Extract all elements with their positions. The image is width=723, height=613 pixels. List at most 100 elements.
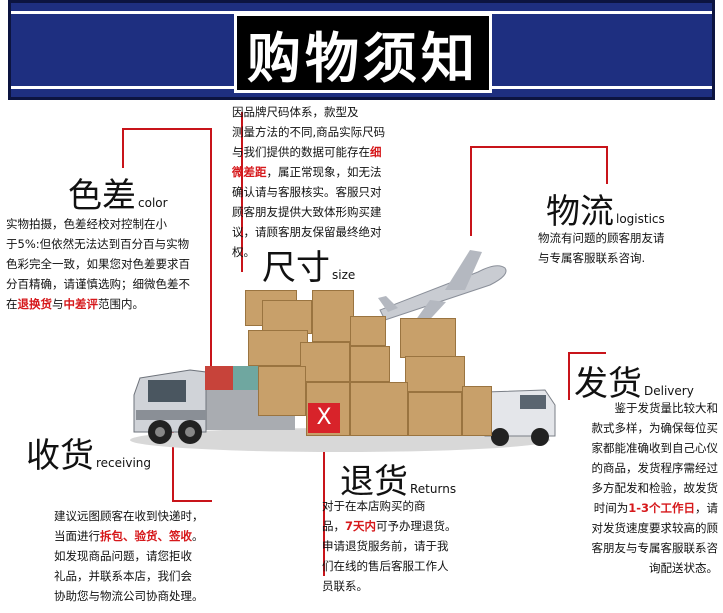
size-line: 议，请顾客朋友保留最终绝对 [232,222,392,242]
size-line: 测量方法的不同,商品实际尺码 [232,122,392,142]
body-text: 范围内。 [98,297,144,311]
color-line: 色彩完全一致，如果您对色差要求百 [6,254,212,274]
body-text: 可予办理退货。 [376,519,457,533]
returns-line: 员联系。 [322,576,462,596]
body-text: 们在线的售后客服工作人 [322,559,449,573]
color-line: 在退换货与中差评范围内。 [6,294,212,314]
delivery-line: 的商品，发货程序需经过 [568,458,719,478]
body-text: 家都能准确收到自己心仪 [591,441,719,455]
delivery-text: 鉴于发货量比较大和款式多样，为确保每位买家都能准确收到自己心仪的商品，发货程序需… [568,398,719,578]
connector-line [241,112,243,272]
van-icon [484,389,556,446]
color-line: 于5%:但依然无法达到百分百与实物 [6,234,212,254]
color-text: 实物拍摄，色差经校对控制在小于5%:但依然无法达到百分百与实物色彩完全一致，如果… [6,214,212,314]
logistics-text: 物流有问题的顾客朋友请与专属客服联系咨询. [538,228,718,268]
highlight-text: 中差评 [63,297,99,311]
color-line: 实物拍摄，色差经校对控制在小 [6,214,212,234]
page-title: 购物须知 [247,26,479,90]
color-line: 分百精确，请谨慎选购；细微色差不 [6,274,212,294]
connector-line [122,128,124,168]
body-text: 于5%:但依然无法达到百分百与实物 [6,237,190,251]
delivery-line: 客朋友与专属客服联系咨 [568,538,719,558]
body-text: ，属正常现象，如无法 [266,165,382,179]
body-text: 顾客朋友提供大致体形购买建 [232,205,382,219]
body-text: 确认请与客服核实。客服只对 [232,185,382,199]
returns-line: 品，7天内可予办理退货。 [322,516,462,536]
receiving-line: 协助您与物流公司协商处理。 [54,586,224,606]
body-text: 建议远图顾客在收到快递时， [54,509,204,523]
highlight-text: 1-3个工作日 [628,501,695,515]
body-text: 与我们提供的数据可能存在 [232,145,370,159]
size-line: 顾客朋友提供大致体形购买建 [232,202,392,222]
delivery-line: 家都能准确收到自己心仪 [568,438,719,458]
connector-line [172,500,212,502]
delivery-line: 询配送状态。 [568,558,718,578]
connector-line [122,128,212,130]
body-text: 的商品，发货程序需经过 [591,461,719,475]
body-text: 询配送状态。 [649,561,718,575]
body-text: 鉴于发货量比较大和 [614,401,719,415]
connector-line [172,432,174,502]
size-line: 微差距，属正常现象，如无法 [232,162,392,182]
banner-stripe [11,11,712,14]
body-text: 色彩完全一致，如果您对色差要求百 [6,257,190,271]
receiving-line: 当面进行拆包、验货、签收。 [54,526,224,546]
connector-line [568,352,606,354]
connector-line [323,436,325,576]
delivery-line: 时间为1-3个工作日，请 [568,498,718,518]
body-text: 分百精确，请谨慎选购；细微色差不 [6,277,190,291]
returns-line: 对于在本店购买的商 [322,496,462,516]
title-box: 购物须知 [234,13,492,93]
body-text: ，请 [695,501,718,515]
receiving-line: 建议远图顾客在收到快递时， [54,506,224,526]
connector-line [470,146,608,148]
body-text: 测量方法的不同,商品实际尺码 [232,125,386,139]
body-text: 申请退货服务前，请于我 [322,539,449,553]
body-text: 与专属客服联系咨询. [538,251,646,265]
highlight-text: 微差距 [232,165,267,179]
delivery-line: 鉴于发货量比较大和 [568,398,719,418]
body-text: 对发货速度要求较高的顾 [591,521,719,535]
body-text: 客朋友与专属客服联系咨 [591,541,719,555]
connector-line [606,146,608,184]
highlight-text: 退换货 [17,297,53,311]
highlight-text: 细 [370,145,382,159]
connector-line [210,128,212,368]
connector-line [568,352,570,400]
body-text: 当面进行 [54,529,100,543]
size-text: 因品牌尺码体系，款型及测量方法的不同,商品实际尺码与我们提供的数据可能存在细微差… [232,102,392,262]
body-text: 多方配发和检验，故发货 [591,481,719,495]
body-text: 协助您与物流公司协商处理。 [54,589,204,603]
reject-mark: X [308,403,340,433]
body-text: 。 [192,529,204,543]
body-text: 时间为 [593,501,629,515]
highlight-text: 7天内 [345,519,377,533]
body-text: 因品牌尺码体系，款型及 [232,105,359,119]
highlight-text: 拆包、验货、签收 [100,529,192,543]
logistics-line: 与专属客服联系咨询. [538,248,718,268]
returns-line: 们在线的售后客服工作人 [322,556,462,576]
body-text: 与 [52,297,64,311]
body-text: 在 [6,297,18,311]
body-text: 礼品，并联系本店，我们会 [54,569,192,583]
body-text: 议，请顾客朋友保留最终绝对 [232,225,382,239]
airplane-icon [378,250,507,328]
receiving-text: 建议远图顾客在收到快递时，当面进行拆包、验货、签收。如发现商品问题，请您拒收礼品… [54,506,224,606]
size-line: 确认请与客服核实。客服只对 [232,182,392,202]
body-text: 员联系。 [322,579,368,593]
size-line: 与我们提供的数据可能存在细 [232,142,392,162]
body-text: 款式多样，为确保每位买 [591,421,719,435]
body-text: 权。 [232,245,255,259]
logistics-line: 物流有问题的顾客朋友请 [538,228,718,248]
receiving-line: 礼品，并联系本店，我们会 [54,566,224,586]
body-text: 如发现商品问题，请您拒收 [54,549,192,563]
returns-text: 对于在本店购买的商品，7天内可予办理退货。申请退货服务前，请于我们在线的售后客服… [322,496,462,596]
body-text: 物流有问题的顾客朋友请 [538,231,665,245]
body-text: 对于在本店购买的商 [322,499,426,513]
